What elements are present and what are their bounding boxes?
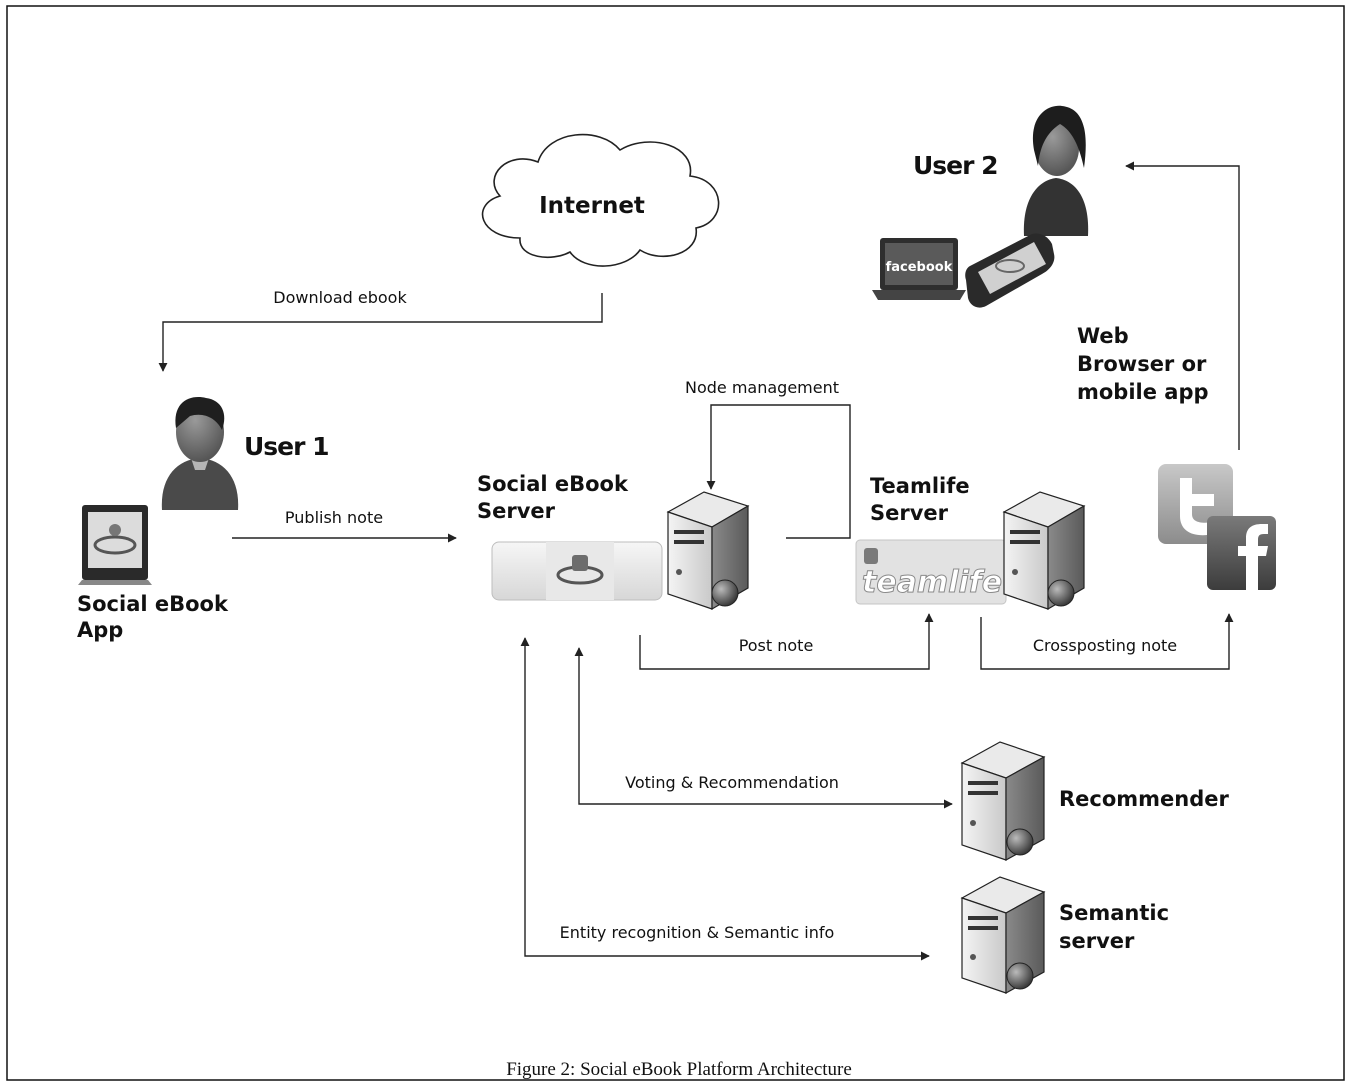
teamlife-server-icon <box>1002 491 1086 611</box>
edge-label-entity: Entity recognition & Semantic info <box>560 923 835 942</box>
semantic-label-line2: server <box>1059 929 1135 953</box>
teamlife-server-label-line1: Teamlife <box>870 474 970 498</box>
edge-label-publish-note: Publish note <box>285 508 383 527</box>
semantic-label-line1: Semantic <box>1059 901 1169 925</box>
edge-voting-recommendation: Voting & Recommendation <box>574 647 953 809</box>
social-ebook-app-tablet-icon <box>78 505 152 585</box>
teamlife-logo: teamlife <box>855 539 1007 605</box>
edge-label-download-ebook: Download ebook <box>273 288 407 307</box>
web-browser-label-line1: Web <box>1077 324 1129 348</box>
edge-crossposting-note: Crossposting note <box>980 613 1234 670</box>
social-app-label-line2: App <box>77 618 123 642</box>
internet-cloud: Internet <box>481 133 720 267</box>
laptop-facebook-icon: facebook <box>872 238 966 300</box>
facebook-icon <box>1207 516 1276 590</box>
edge-label-voting: Voting & Recommendation <box>625 773 839 792</box>
laptop-facebook-text: facebook <box>886 260 953 275</box>
social-ebook-logo-pill <box>491 541 663 601</box>
edge-label-crossposting-note: Crossposting note <box>1033 636 1177 655</box>
recommender-server-icon <box>960 741 1046 862</box>
edge-post-note: Post note <box>639 613 934 670</box>
user1-person-icon <box>161 397 239 510</box>
social-ebook-server-icon <box>666 491 750 611</box>
user1-label: User 1 <box>244 432 329 461</box>
recommender-label: Recommender <box>1059 787 1230 811</box>
social-server-label-line2: Server <box>477 499 556 523</box>
web-browser-label-line2: Browser or <box>1077 352 1207 376</box>
edge-download-ebook: Download ebook <box>158 288 603 372</box>
user2-person-icon <box>1023 105 1089 236</box>
edge-to-user2 <box>1125 161 1240 450</box>
mobile-phone-icon <box>965 233 1055 308</box>
edge-label-node-management: Node management <box>685 378 839 397</box>
edge-node-management: Node management <box>685 378 851 539</box>
semantic-server-icon <box>960 876 1046 995</box>
user2-label: User 2 <box>913 151 998 180</box>
edge-publish-note: Publish note <box>232 508 457 543</box>
figure-frame <box>6 5 1345 1081</box>
social-server-label-line1: Social eBook <box>477 472 629 496</box>
social-app-label-line1: Social eBook <box>77 592 229 616</box>
edge-label-post-note: Post note <box>739 636 814 655</box>
internet-label: Internet <box>539 193 645 219</box>
figure-caption: Figure 2: Social eBook Platform Architec… <box>506 1059 852 1080</box>
web-browser-label-line3: mobile app <box>1077 380 1209 404</box>
teamlife-server-label-line2: Server <box>870 501 949 525</box>
teamlife-logo-text: teamlife <box>862 565 1002 600</box>
edge-entity-recognition: Entity recognition & Semantic info <box>520 637 930 961</box>
